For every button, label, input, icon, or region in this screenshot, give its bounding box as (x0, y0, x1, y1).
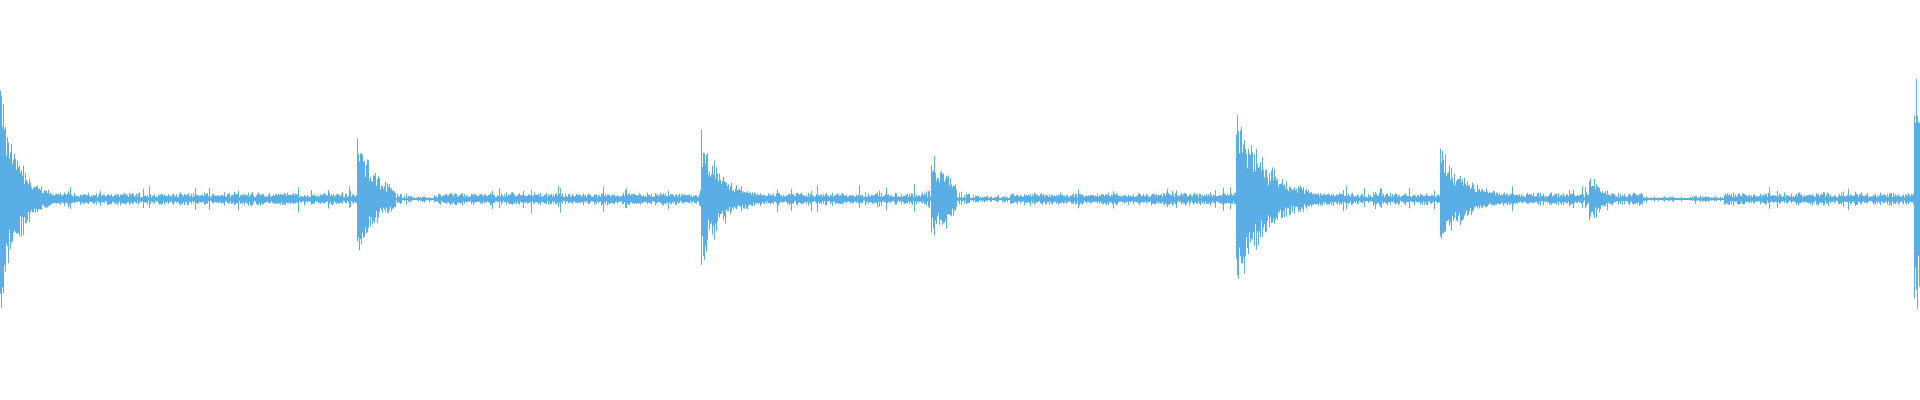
waveform-samples (0, 78, 1920, 309)
waveform-trace (0, 78, 1920, 309)
